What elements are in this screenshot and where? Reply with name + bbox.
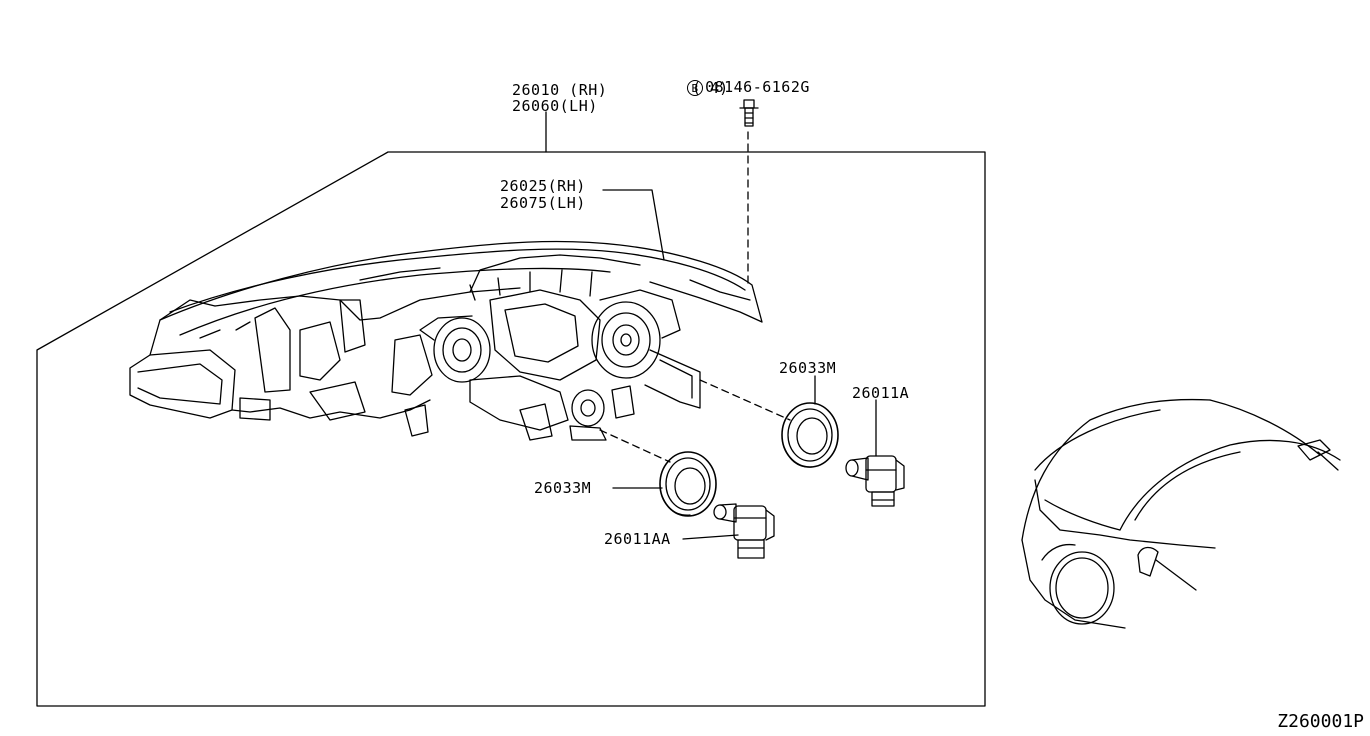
- callout-headlamp-assy-rh[interactable]: 26010 (RH): [512, 81, 608, 99]
- bulb-upper[interactable]: [845, 455, 905, 507]
- bulb-lower[interactable]: [713, 503, 775, 559]
- assembly-frame: [36, 151, 986, 707]
- bolt-part-number: 08146-6162G: [705, 78, 810, 96]
- leader-cap-upper-dashed: [699, 379, 791, 421]
- vehicle-sketch: [1021, 398, 1341, 629]
- leader-housing: [602, 189, 665, 261]
- headlamp-assembly[interactable]: [129, 240, 763, 441]
- bolt-symbol-icon: B: [687, 79, 704, 96]
- callout-cap-upper[interactable]: 26033M: [779, 359, 837, 377]
- callout-bulb-upper[interactable]: 26011A: [852, 384, 910, 402]
- bolt-part[interactable]: [739, 99, 759, 127]
- bolt-quantity: ( 4): [692, 79, 729, 97]
- callout-bulb-lower[interactable]: 26011AA: [604, 530, 671, 548]
- figure-code: Z260001P: [1277, 711, 1364, 732]
- leader-cap-lower-dashed: [599, 429, 671, 463]
- callout-housing-rh[interactable]: 26025(RH): [500, 177, 586, 195]
- callout-housing-lh[interactable]: 26075(LH): [500, 194, 586, 212]
- socket-cap-upper[interactable]: [781, 402, 839, 468]
- leader-bulb-lower: [682, 534, 739, 540]
- socket-cap-lower[interactable]: [659, 451, 717, 517]
- callout-cap-lower[interactable]: 26033M: [534, 479, 592, 497]
- callout-headlamp-assy-lh[interactable]: 26060(LH): [512, 97, 598, 115]
